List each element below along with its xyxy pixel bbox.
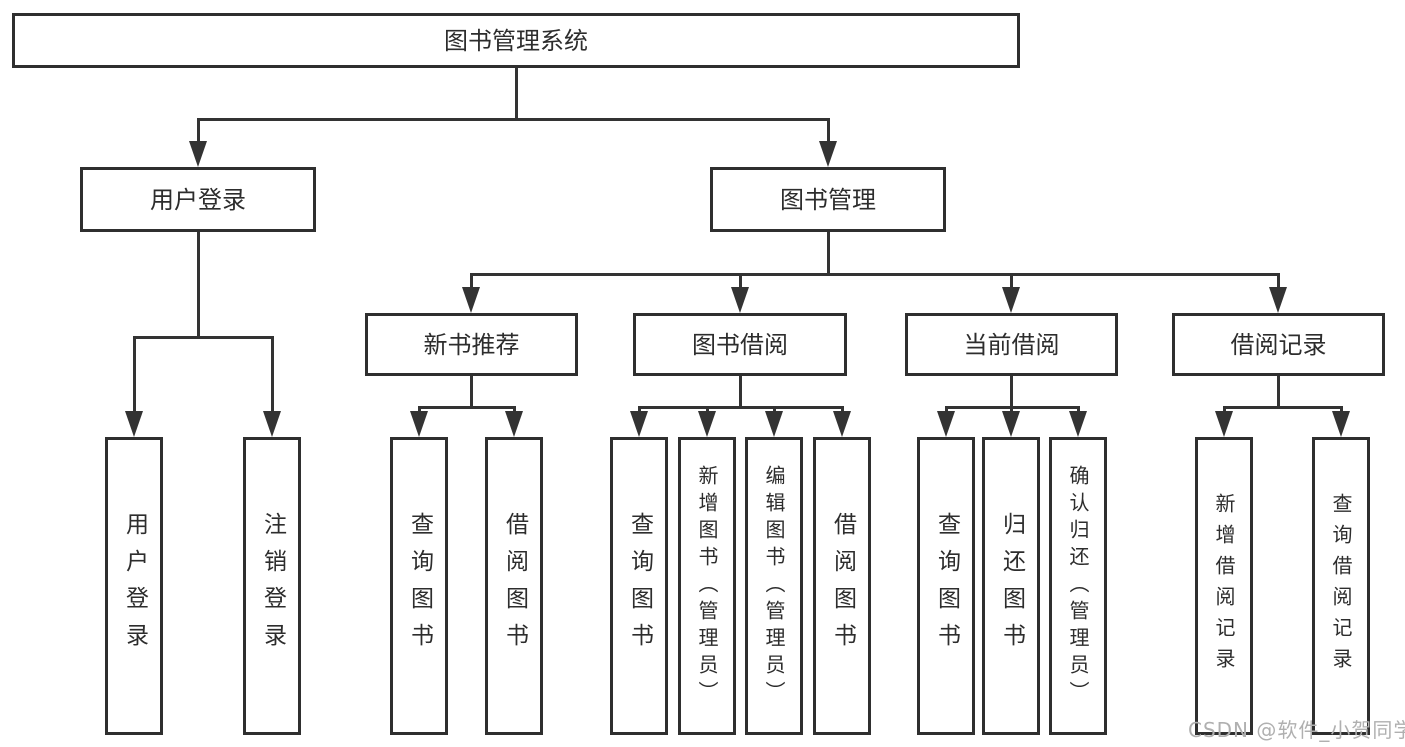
node-leaf-br-query-record: 查询借阅记录 [1312, 437, 1370, 735]
node-label: 确认归还（管理员） [1066, 464, 1090, 708]
node-label: 图书管理 [780, 185, 876, 214]
node-label: 图书借阅 [692, 330, 788, 359]
arrow-down-icon [189, 141, 207, 167]
connector-drop [132, 336, 136, 417]
connector-rail [469, 273, 1280, 276]
arrow-down-icon [1002, 287, 1020, 313]
arrow-down-icon [937, 411, 955, 437]
connector-drop [1276, 273, 1280, 293]
node-label: 图书管理系统 [444, 26, 588, 55]
node-leaf-cb-query-book: 查询图书 [917, 437, 975, 735]
node-leaf-user-login: 用户登录 [105, 437, 163, 735]
connector-drop [826, 118, 830, 147]
node-leaf-br-add-record: 新增借阅记录 [1195, 437, 1253, 735]
arrow-down-icon [819, 141, 837, 167]
node-label: 编辑图书（管理员） [762, 464, 786, 708]
arrow-down-icon [410, 411, 428, 437]
node-system-root: 图书管理系统 [12, 13, 1020, 68]
arrow-down-icon [1269, 287, 1287, 313]
connector-stem [1009, 376, 1013, 409]
connector-stem [826, 232, 830, 276]
node-current-borrowing: 当前借阅 [905, 313, 1118, 376]
node-borrowing-records: 借阅记录 [1172, 313, 1385, 376]
node-label: 当前借阅 [963, 330, 1060, 359]
arrow-down-icon [462, 287, 480, 313]
arrow-down-icon [125, 411, 143, 437]
connector-drop [270, 336, 274, 417]
arrow-down-icon [698, 411, 716, 437]
connector-rail [196, 118, 830, 121]
connector-stem [738, 376, 742, 409]
node-label: 查询图书 [933, 512, 960, 660]
node-leaf-cb-return-book: 归还图书 [982, 437, 1040, 735]
node-label: 注销登录 [259, 512, 286, 660]
node-label: 借阅图书 [501, 512, 528, 660]
node-leaf-nb-borrow-book: 借阅图书 [485, 437, 543, 735]
node-new-book-recommend: 新书推荐 [365, 313, 578, 376]
connector-stem [196, 232, 200, 339]
node-leaf-bb-add-book: 新增图书（管理员） [678, 437, 736, 735]
node-leaf-cb-confirm-return: 确认归还（管理员） [1049, 437, 1107, 735]
arrow-down-icon [263, 411, 281, 437]
node-leaf-bb-query-book: 查询图书 [610, 437, 668, 735]
arrow-down-icon [505, 411, 523, 437]
node-label: 归还图书 [998, 512, 1025, 660]
node-label: 借阅记录 [1230, 330, 1327, 359]
node-leaf-nb-query-book: 查询图书 [390, 437, 448, 735]
arrow-down-icon [731, 287, 749, 313]
node-label: 查询图书 [406, 512, 433, 660]
connector-rail [132, 336, 274, 339]
arrow-down-icon [1002, 411, 1020, 437]
node-label: 查询借阅记录 [1329, 493, 1353, 679]
connector-stem [469, 376, 473, 409]
node-book-management: 图书管理 [710, 167, 946, 232]
watermark: CSDN @软件_小贺同学 [1188, 718, 1405, 742]
node-leaf-bb-edit-book: 编辑图书（管理员） [745, 437, 803, 735]
connector-drop [1009, 273, 1013, 293]
node-user-login: 用户登录 [80, 167, 316, 232]
connector-drop [738, 273, 742, 293]
node-label: 用户登录 [150, 185, 246, 214]
node-leaf-logout: 注销登录 [243, 437, 301, 735]
node-label: 新书推荐 [423, 330, 520, 359]
arrow-down-icon [833, 411, 851, 437]
arrow-down-icon [765, 411, 783, 437]
node-leaf-bb-borrow-book: 借阅图书 [813, 437, 871, 735]
connector-rail [417, 406, 516, 409]
node-label: 用户登录 [121, 512, 148, 660]
arrow-down-icon [1215, 411, 1233, 437]
connector-stem [1276, 376, 1280, 409]
connector-drop [196, 118, 200, 147]
connector-drop [469, 273, 473, 293]
arrow-down-icon [1069, 411, 1087, 437]
arrow-down-icon [1332, 411, 1350, 437]
arrow-down-icon [630, 411, 648, 437]
connector-rail [1222, 406, 1343, 409]
node-book-borrowing: 图书借阅 [633, 313, 847, 376]
connector-stem [514, 68, 518, 121]
node-label: 查询图书 [626, 512, 653, 660]
node-label: 借阅图书 [829, 512, 856, 660]
node-label: 新增借阅记录 [1212, 493, 1236, 679]
connector-rail [637, 406, 844, 409]
node-label: 新增图书（管理员） [695, 464, 719, 708]
